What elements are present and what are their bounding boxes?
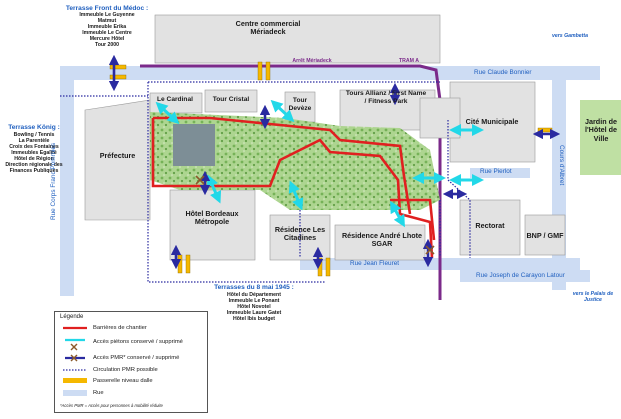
- terrasse-konig-item: Bowling / Tennis: [13, 132, 55, 138]
- terrasse-konig-item: Direction régionale des Finances Publiqu…: [5, 161, 63, 174]
- terrasse-konig-items: Bowling / Tennis La Parentèle Croix des …: [4, 132, 64, 175]
- tour-deveze-label: Tour Devèze: [288, 97, 312, 112]
- rectorat-label: Rectorat: [475, 221, 505, 230]
- pedestrian-access: [155, 99, 484, 228]
- terrasse-konig-item: La Parentèle: [18, 137, 50, 144]
- tram-label: TRAM A: [399, 58, 419, 64]
- legend-item: Passerelle niveau dalle: [93, 378, 153, 384]
- front-medoc-item: Immeuble Le Guyenne: [79, 12, 135, 18]
- terrasse-konig-item: Croix des Fontaines: [9, 143, 59, 150]
- legend-item: Barrières de chantier: [93, 325, 147, 331]
- legend-item: Circulation PMR possible: [93, 367, 158, 373]
- centre-commercial-label: Centre commercial Mériadeck: [235, 19, 301, 37]
- cite-municipale-label: Cité Municipale: [465, 117, 519, 126]
- front-medoc-item: Mercure Hôtel: [89, 35, 125, 42]
- legend-item: Accès PMR* conservé / supprimé: [93, 355, 180, 361]
- front-medoc-item: Immeuble Le Centre: [82, 29, 132, 36]
- legend-note: *Accès PMR = Accès pour personnes à mobi…: [60, 403, 163, 408]
- removed-access-markers: [195, 175, 435, 255]
- hotel-bordeaux-label: Hôtel Bordeaux Métropole: [185, 209, 239, 227]
- vers-gambetta-label: vers Gambetta: [551, 33, 589, 39]
- tour-cristal-label: Tour Cristal: [212, 96, 250, 103]
- terrasses-8mai-items: Hôtel du Département Immeuble Le Ponant …: [204, 292, 304, 323]
- jardin-hotel-ville: [580, 100, 621, 175]
- front-medoc-item: Tour 2000: [94, 41, 120, 48]
- front-medoc-items: Immeuble Le Guyenne Matmut Immeuble Erik…: [64, 12, 150, 49]
- legend-title: Légende: [60, 314, 84, 320]
- streets: [60, 66, 600, 296]
- barrier: [151, 118, 434, 259]
- residence-andre-label: Résidence André Lhote SGAR: [341, 231, 422, 249]
- cours-albret-label: Cours d'Albret: [558, 145, 565, 186]
- terrasses-8mai-item: Immeuble Le Ponant: [228, 297, 280, 304]
- barrier: [153, 116, 412, 215]
- le-cardinal-label: Le Cardinal: [157, 96, 193, 103]
- jardin-hotel-ville-label: Jardin de l'Hôtel de Ville: [584, 117, 618, 143]
- prefecture-label: Préfecture: [99, 151, 136, 160]
- arret-label: Arrêt Mériadeck: [292, 58, 332, 64]
- terrasses-8mai-item: Immeuble Laure Gatet: [226, 309, 282, 316]
- legend-item: Accès piétons conservé / supprimé: [93, 339, 183, 345]
- front-medoc-item: Immeuble Erika: [87, 23, 127, 30]
- rue-pierlot-label: Rue Pierlot: [480, 168, 512, 175]
- legend-item: Rue: [93, 390, 104, 396]
- residence-citadines-label: Résidence Les Citadines: [274, 225, 326, 243]
- terrasses-8mai-title: Terrasses du 8 mai 1945 :: [214, 284, 294, 291]
- front-medoc-title: Terrasse Front du Médoc :: [65, 5, 149, 12]
- terrasse-konig-item: Hôtel de Région: [14, 155, 54, 162]
- front-medoc-item: Matmut: [97, 17, 117, 24]
- rue-joseph-label: Rue Joseph de Carayon Latour: [476, 272, 565, 279]
- terrasse-konig-title: Terrasse König :: [8, 124, 60, 131]
- rue-corps-franc-label: Rue Corps Franc Pommies: [50, 142, 57, 220]
- terrasses-8mai-item: Hôtel Ibis budget: [232, 315, 276, 322]
- barrier: [390, 198, 436, 241]
- terrasses-8mai-item: Hôtel Novotel: [237, 303, 271, 310]
- terrasses-8mai-item: Hôtel du Département: [227, 292, 281, 298]
- legend: Légende Barrières de chantier Accès piét…: [54, 311, 208, 413]
- pond: [173, 124, 215, 166]
- tours-allianz-label: Tours Allianz / First Name / Fitness Par…: [345, 90, 427, 105]
- rue-claude-bonnier-label: Rue Claude Bonnier: [474, 69, 532, 76]
- vers-palais-label: vers le Palais de Justice: [572, 291, 614, 303]
- tram-line: [140, 64, 442, 300]
- bnp-gmf-label: BNP / GMF: [526, 231, 564, 240]
- pmr-circulation: [60, 81, 471, 283]
- terrasse-konig-item: Immeubles Egalité: [11, 149, 57, 156]
- rue-jean-fleuret-label: Rue Jean Fleuret: [350, 260, 400, 267]
